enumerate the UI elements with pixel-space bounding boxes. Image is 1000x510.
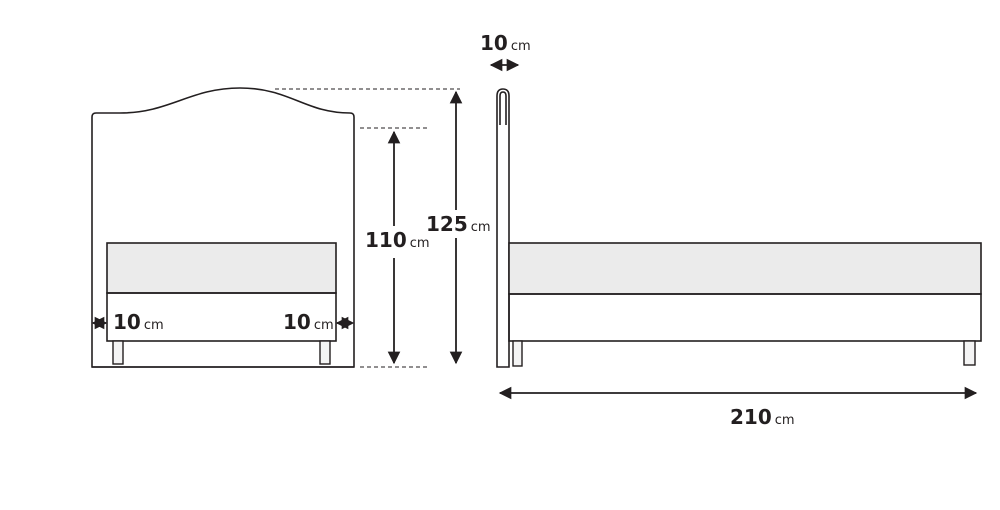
side-base: [508, 293, 982, 342]
front-leg-left: [112, 340, 124, 365]
side-headboard: [496, 88, 510, 368]
height-guides: [275, 88, 460, 368]
side-leg-left: [512, 340, 523, 367]
side-leg-right: [963, 340, 976, 366]
front-leg-right: [319, 340, 331, 365]
side-headboard-inner: [499, 91, 507, 125]
side-view: [496, 88, 982, 368]
headboard-outline: [91, 87, 355, 368]
side-mattress: [508, 242, 982, 295]
front-mattress: [106, 242, 337, 294]
